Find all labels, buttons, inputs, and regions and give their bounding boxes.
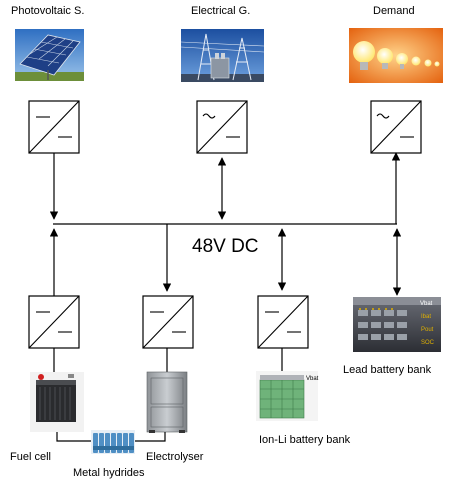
- electrical-grid-label: Electrical G.: [191, 5, 250, 17]
- lead-battery-bank-image: Vbat Ibat Pout SOC: [353, 297, 441, 352]
- ion-li-dc-dc-converter: [257, 295, 309, 349]
- lead-soc-readout: SOC: [421, 340, 435, 346]
- lead-battery-bank-label: Lead battery bank: [343, 364, 432, 376]
- fuel-cell-label: Fuel cell: [10, 451, 51, 463]
- metal-hydrides-image: [91, 430, 135, 454]
- demand-ac-dc-converter: [370, 100, 422, 154]
- electrolyser-image: [146, 371, 188, 433]
- pv-dc-dc-converter: [28, 100, 80, 154]
- demand-bulbs-image: [349, 28, 443, 83]
- lead-ibat-readout: Ibat: [421, 314, 431, 320]
- lead-vbat-readout: Vbat: [420, 301, 433, 307]
- bus-voltage-label: 48V DC: [192, 236, 259, 257]
- photovoltaic-panel-image: [15, 29, 84, 81]
- electrolyser-dc-dc-converter: [142, 295, 194, 349]
- grid-ac-dc-converter: [196, 100, 248, 154]
- electrical-grid-image: [180, 29, 265, 82]
- ion-li-battery-bank-image: Vbat: [256, 371, 319, 421]
- fuel-cell-image: [30, 372, 84, 432]
- ion-li-vbat-readout: Vbat: [306, 376, 319, 382]
- fuel-cell-dc-dc-converter: [28, 295, 80, 349]
- lead-pout-readout: Pout: [421, 327, 434, 333]
- ion-li-battery-bank-label: Ion-Li battery bank: [259, 434, 351, 446]
- metal-hydrides-label: Metal hydrides: [73, 467, 145, 479]
- photovoltaic-label: Photovoltaic S.: [11, 5, 84, 17]
- electrolyser-label: Electrolyser: [146, 451, 204, 463]
- demand-label: Demand: [373, 5, 415, 17]
